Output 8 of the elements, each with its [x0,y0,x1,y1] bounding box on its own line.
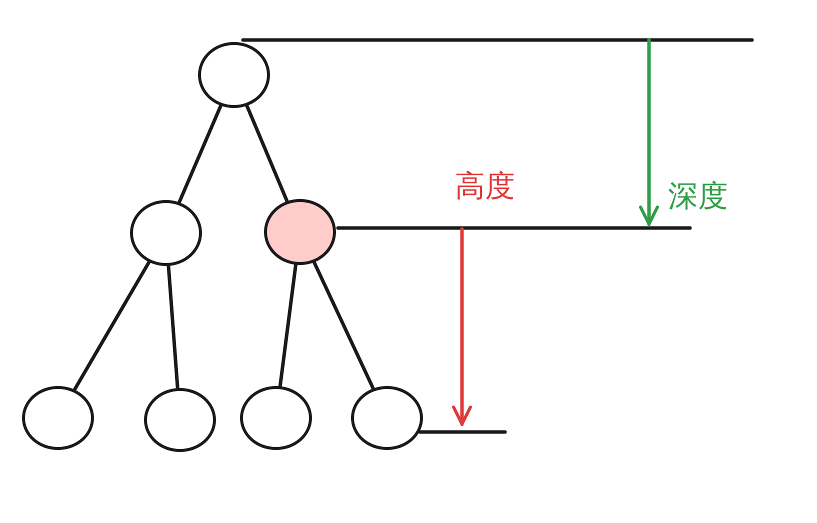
tree-edge [278,263,298,388]
depth-label: 深度 [668,180,728,214]
tree-edge [312,260,375,390]
tree-edge [245,104,289,203]
tree-edge [177,104,223,204]
tree-edge [166,264,180,390]
height-label: 高度 [455,170,515,204]
tree-edge [72,260,151,392]
